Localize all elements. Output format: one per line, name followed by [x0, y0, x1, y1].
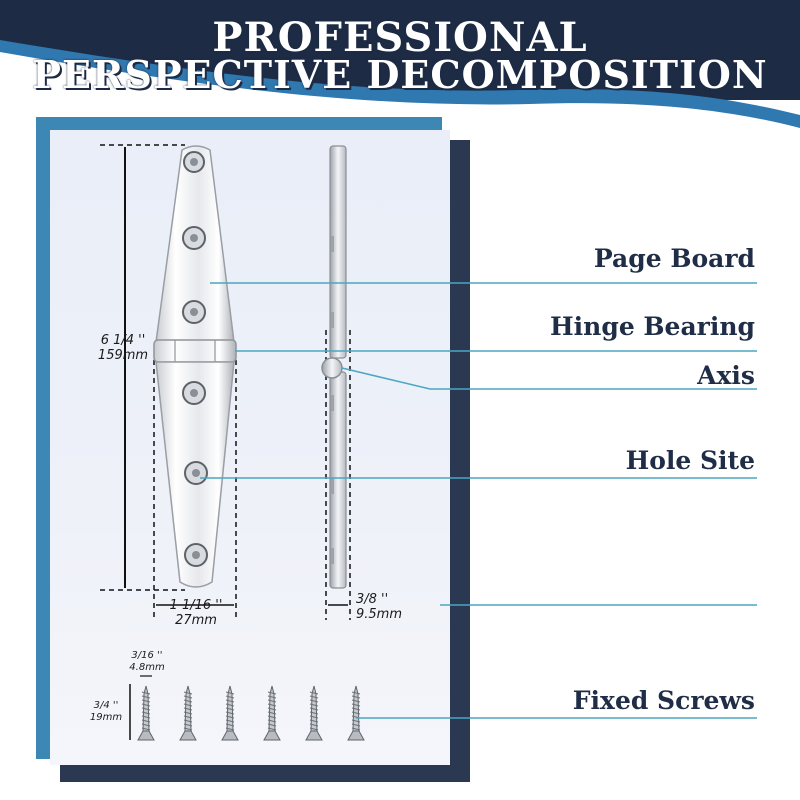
- height-inches: 6 1/4 '': [100, 333, 146, 348]
- screw: [179, 685, 197, 741]
- height-dimension: 6 1/4 '' 159mm: [88, 333, 158, 363]
- thickness-inches: 3/8 '': [356, 592, 389, 607]
- width-inches: 1 1/16 '': [169, 598, 223, 613]
- screw-length-inches: 3/4 '': [93, 700, 119, 711]
- callout-page-board: Page Board: [593, 244, 755, 273]
- screw-diameter-mm: 4.8mm: [129, 662, 165, 673]
- width-mm: 27mm: [175, 613, 217, 628]
- callout-fixed-screws: Fixed Screws: [572, 686, 755, 715]
- height-mm: 159mm: [97, 348, 149, 363]
- callout-axis: Axis: [697, 361, 755, 390]
- thickness-dimension: 3/8 '' 9.5mm: [356, 592, 416, 622]
- screw-diameter-dimension: 3/16 '' 4.8mm: [122, 650, 172, 674]
- title-line-1: PROFESSIONAL: [212, 14, 588, 61]
- screw-length-mm: 19mm: [89, 712, 123, 723]
- callout-hinge-bearing: Hinge Bearing: [550, 312, 755, 341]
- thickness-mm: 9.5mm: [356, 607, 403, 622]
- width-dimension: 1 1/16 '' 27mm: [160, 598, 232, 628]
- screw: [137, 685, 155, 741]
- screw-set: [137, 685, 365, 741]
- screw: [263, 685, 281, 741]
- screw-length-dimension: 3/4 '' 19mm: [84, 700, 128, 724]
- product-panel: [50, 130, 450, 765]
- screw: [221, 685, 239, 741]
- title-line-2: PERSPECTIVE DECOMPOSITION: [32, 52, 768, 97]
- screw: [347, 685, 365, 741]
- screw-diameter-inches: 3/16 '': [131, 650, 163, 661]
- callout-hole-site: Hole Site: [625, 446, 755, 475]
- screw: [305, 685, 323, 741]
